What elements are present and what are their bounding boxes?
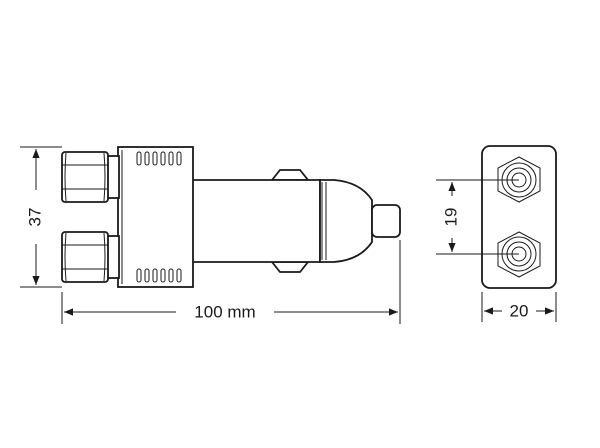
upper-nut-body (61, 151, 109, 203)
socket-housing (117, 146, 194, 288)
upper-nut (61, 151, 120, 203)
end-view: 19 20 (436, 145, 557, 322)
barrel-cylinder (191, 179, 321, 263)
top-contact-clip (270, 169, 310, 181)
barrel-nose (319, 179, 373, 263)
height-dimension: 37 (20, 146, 62, 288)
spacing-dimension-label: 19 (441, 208, 460, 227)
housing-body (117, 146, 194, 288)
upper-grip-ribs (136, 151, 182, 166)
height-dimension-label: 37 (25, 208, 44, 227)
length-dimension-label: 100 mm (194, 302, 255, 321)
end-width-dimension-label: 20 (510, 301, 529, 320)
end-view-body (481, 145, 557, 289)
plug-barrel (191, 169, 401, 273)
bottom-contact-clip (270, 261, 310, 273)
length-dimension: 100 mm (61, 240, 401, 324)
end-width-dimension: 20 (481, 292, 557, 322)
spacing-dimension: 19 (436, 179, 519, 255)
center-tip (371, 204, 401, 238)
lower-grip-ribs (136, 268, 182, 283)
lower-nut (61, 231, 120, 283)
side-view: 37 100 mm (20, 146, 401, 324)
lower-nut-body (61, 231, 109, 283)
